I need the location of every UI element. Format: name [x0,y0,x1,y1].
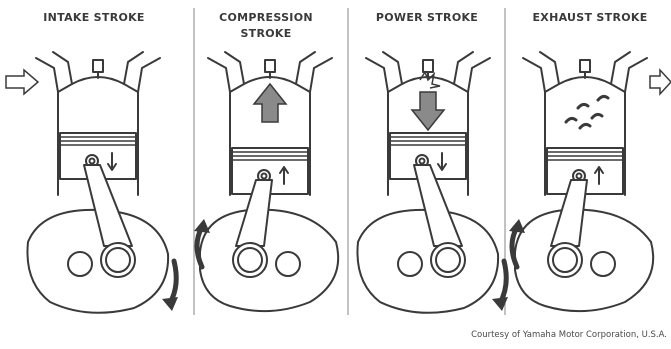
crankshaft-counterweight [357,210,498,313]
exhaust-title-line-1: EXHAUST STROKE [510,10,670,26]
crankshaft-counterweight [515,210,653,312]
intake-port-left-wall [523,58,545,92]
exhaust-gas-swirl-1 [578,104,588,108]
exhaust-port-right-wall [310,58,332,92]
exhaust-valve-head [124,84,138,92]
exhaust-gas-swirl-2 [592,114,602,118]
spark-burst-icon [420,72,440,88]
crank-pin-inner [436,248,460,272]
credit-line: Courtesy of Yamaha Motor Corporation, U.… [471,330,667,340]
crank-main-journal [68,252,92,276]
crankshaft-counterweight [27,210,168,313]
crank-pin-inner [106,248,130,272]
intake-valve-head [230,84,244,92]
crank-main-journal [276,252,300,276]
exhaust-gas-swirl-4 [598,96,608,100]
compression-title: COMPRESSION STROKE [196,10,336,42]
spark-plug-icon [423,60,433,72]
power-title-line-1: POWER STROKE [352,10,502,26]
compression-title-line-1: COMPRESSION [196,10,336,26]
stroke-panel-1 [27,52,178,313]
exhaust-valve-head [296,84,310,92]
rotation-arrowhead [509,219,525,233]
stroke-panel-3 [357,52,508,313]
power-title: POWER STROKE [352,10,502,26]
intake-flow-arrow [6,70,38,94]
exhaust-port-right-wall [468,58,490,92]
crank-main-journal [398,252,422,276]
intake-valve-head [545,84,559,92]
spark-plug-icon [265,60,275,72]
rotation-arrow-shaft [500,261,506,303]
crank-pin-inner [238,248,262,272]
intake-valve-head [58,84,72,92]
crank-main-journal [591,252,615,276]
exhaust-title: EXHAUST STROKE [510,10,670,26]
exhaust-valve-head [611,84,625,92]
intake-title-line-1: INTAKE STROKE [14,10,174,26]
intake-title: INTAKE STROKE [14,10,174,26]
spark-plug-icon [93,60,103,72]
crankshaft-counterweight [200,210,338,312]
rotation-arrowhead [194,219,210,233]
exhaust-gas-swirl-5 [566,118,576,122]
exhaust-port-right-wall [138,58,160,92]
intake-valve-head [388,84,402,92]
exhaust-valve-head [454,84,468,92]
spark-plug-icon [580,60,590,72]
crank-pin-inner [553,248,577,272]
rotation-arrowhead [162,297,178,311]
power-down-arrow [412,92,444,130]
exhaust-flow-arrow [650,70,671,94]
intake-port-left-wall [366,58,388,92]
stroke-panel-4 [509,52,653,311]
intake-port-left-wall [36,58,58,92]
exhaust-port-right-wall [625,58,647,92]
compression-title-line-2: STROKE [196,26,336,42]
rotation-arrow-shaft [170,261,176,303]
intake-port-left-wall [208,58,230,92]
compression-up-arrow [254,84,286,122]
exhaust-gas-swirl-3 [580,124,590,128]
